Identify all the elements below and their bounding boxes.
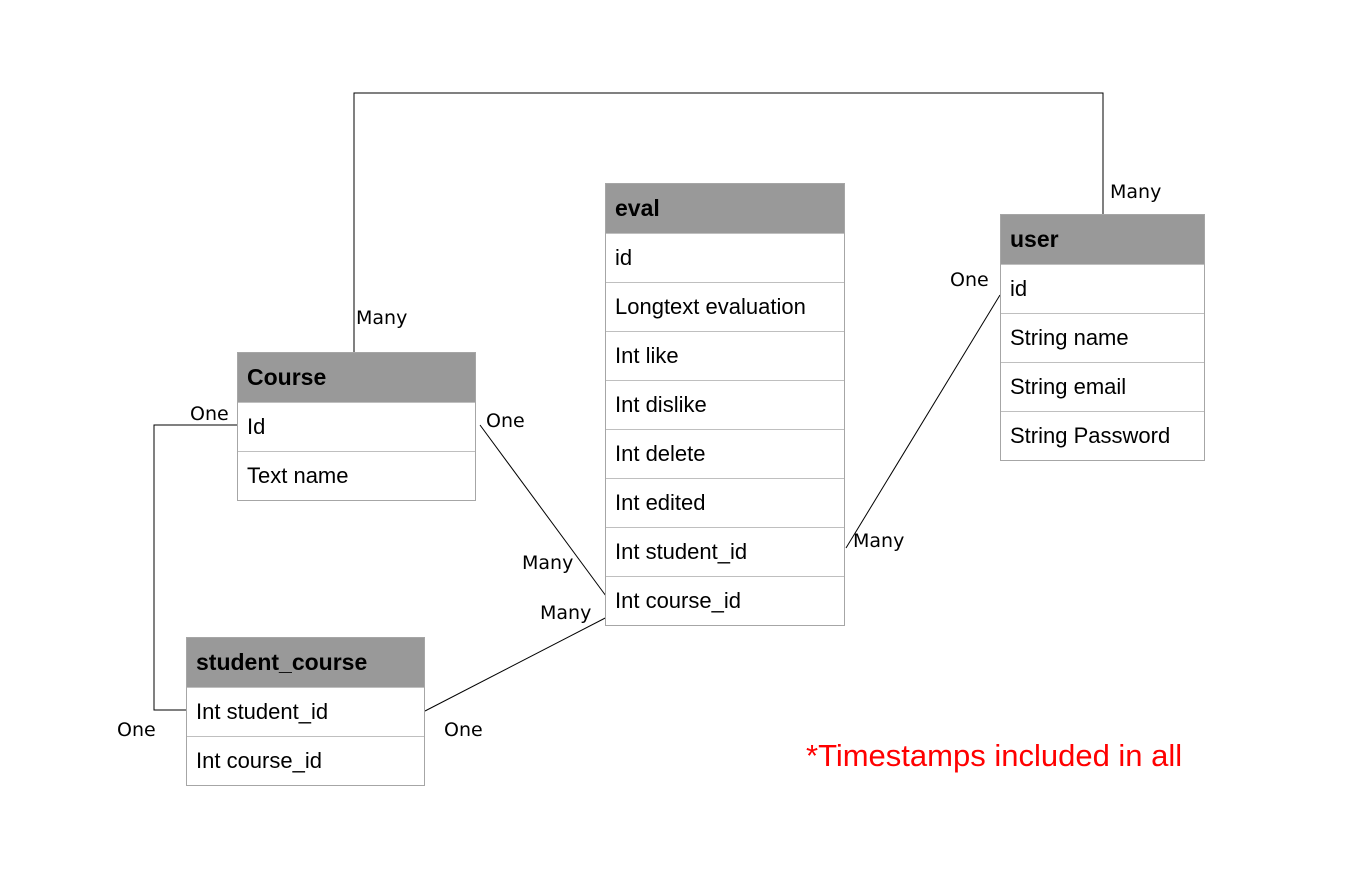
course-eval-relationship-line bbox=[479, 424, 607, 597]
course-table-header: Course bbox=[238, 353, 475, 402]
user-field-email: String email bbox=[1001, 362, 1204, 411]
user-table: user id String name String email String … bbox=[1000, 214, 1205, 461]
eval-field-id: id bbox=[606, 233, 844, 282]
cardinality-course-id-right: One bbox=[486, 410, 525, 432]
cardinality-user-id: One bbox=[950, 269, 989, 291]
course-table: Course Id Text name bbox=[237, 352, 476, 501]
cardinality-eval-course-from-course: Many bbox=[522, 552, 574, 574]
user-table-header: user bbox=[1001, 215, 1204, 264]
student-course-field-course-id: Int course_id bbox=[187, 736, 424, 785]
eval-field-delete: Int delete bbox=[606, 429, 844, 478]
course-student-course-relationship-line bbox=[153, 424, 237, 711]
student-course-table-header: student_course bbox=[187, 638, 424, 687]
cardinality-course-top: Many bbox=[356, 307, 408, 329]
student-course-table: student_course Int student_id Int course… bbox=[186, 637, 425, 786]
eval-field-dislike: Int dislike bbox=[606, 380, 844, 429]
cardinality-course-id-left: One bbox=[190, 403, 229, 425]
timestamps-note: *Timestamps included in all bbox=[806, 738, 1183, 773]
cardinality-eval-course-from-sc: Many bbox=[540, 602, 592, 624]
cardinality-user-top: Many bbox=[1110, 181, 1162, 203]
course-field-id: Id bbox=[238, 402, 475, 451]
student-course-field-student-id: Int student_id bbox=[187, 687, 424, 736]
eval-field-evaluation: Longtext evaluation bbox=[606, 282, 844, 331]
cardinality-sc-student-right: One bbox=[444, 719, 483, 741]
eval-field-like: Int like bbox=[606, 331, 844, 380]
user-field-password: String Password bbox=[1001, 411, 1204, 460]
course-user-relationship-line bbox=[353, 92, 1104, 353]
user-field-id: id bbox=[1001, 264, 1204, 313]
cardinality-eval-student: Many bbox=[853, 530, 905, 552]
course-field-name: Text name bbox=[238, 451, 475, 500]
eval-field-course-id: Int course_id bbox=[606, 576, 844, 625]
student-course-eval-relationship-line bbox=[424, 613, 614, 712]
cardinality-sc-student-left: One bbox=[117, 719, 156, 741]
eval-table: eval id Longtext evaluation Int like Int… bbox=[605, 183, 845, 626]
eval-field-student-id: Int student_id bbox=[606, 527, 844, 576]
user-eval-relationship-line bbox=[845, 294, 1001, 549]
eval-table-header: eval bbox=[606, 184, 844, 233]
eval-field-edited: Int edited bbox=[606, 478, 844, 527]
user-field-name: String name bbox=[1001, 313, 1204, 362]
